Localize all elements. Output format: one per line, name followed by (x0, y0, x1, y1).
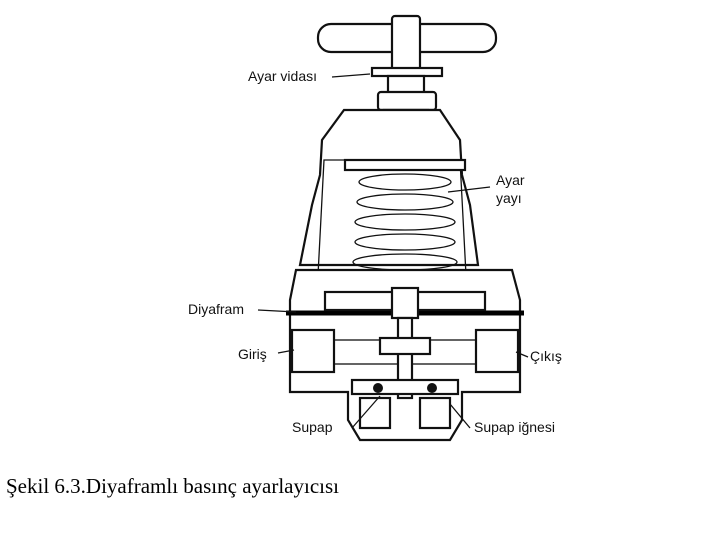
label-supap-ignesi: Supap iğnesi (474, 419, 555, 435)
label-diyafram: Diyafram (188, 301, 244, 317)
leader-lines (257, 73, 529, 429)
label-supap: Supap (292, 419, 333, 435)
label-yayi: yayı (496, 190, 522, 206)
inlet-port (290, 328, 336, 374)
label-ayar-vidasi: Ayar vidası (248, 68, 317, 84)
t-handle (316, 14, 498, 74)
bonnet-housing (298, 108, 480, 267)
figure-caption: Şekil 6.3.Diyaframlı basınç ayarlayıcısı (6, 474, 339, 498)
label-ayar: Ayar (496, 172, 525, 188)
outlet-port (474, 328, 520, 374)
label-cikis: Çıkış (530, 348, 562, 364)
valve-stem (378, 286, 432, 400)
label-giris: Giriş (238, 346, 267, 362)
